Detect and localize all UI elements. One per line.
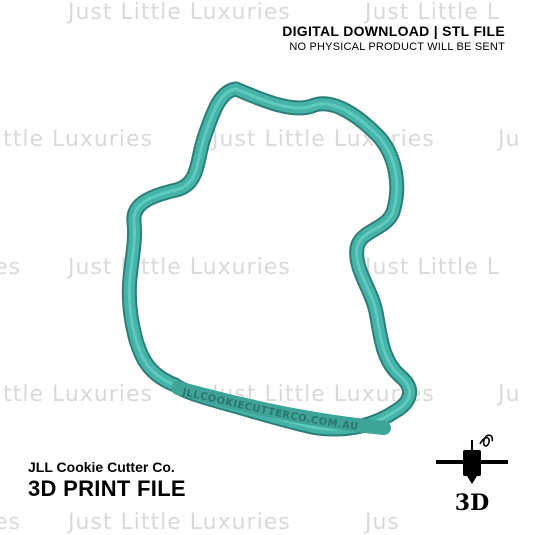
3d-printer-icon: 3D	[436, 434, 508, 516]
product-type: 3D PRINT FILE	[28, 476, 186, 501]
header-subtitle: NO PHYSICAL PRODUCT WILL BE SENT	[289, 41, 505, 53]
print-head	[463, 450, 481, 476]
company-name: JLL Cookie Cutter Co.	[28, 459, 175, 475]
cutter-wall	[129, 89, 409, 429]
brand-block: JLL Cookie Cutter Co. 3D PRINT FILE	[28, 458, 186, 502]
filament-coil	[479, 434, 494, 447]
cutter-embossed-text: JLLCOOKIECUTTERCO.COM.AU	[180, 387, 359, 433]
header-title: DIGITAL DOWNLOAD | STL FILE	[282, 23, 505, 39]
header: DIGITAL DOWNLOAD | STL FILE NO PHYSICAL …	[282, 22, 505, 54]
cutter-flange	[171, 381, 391, 435]
printer-icon-label: 3D	[455, 490, 489, 516]
nozzle	[467, 476, 477, 484]
